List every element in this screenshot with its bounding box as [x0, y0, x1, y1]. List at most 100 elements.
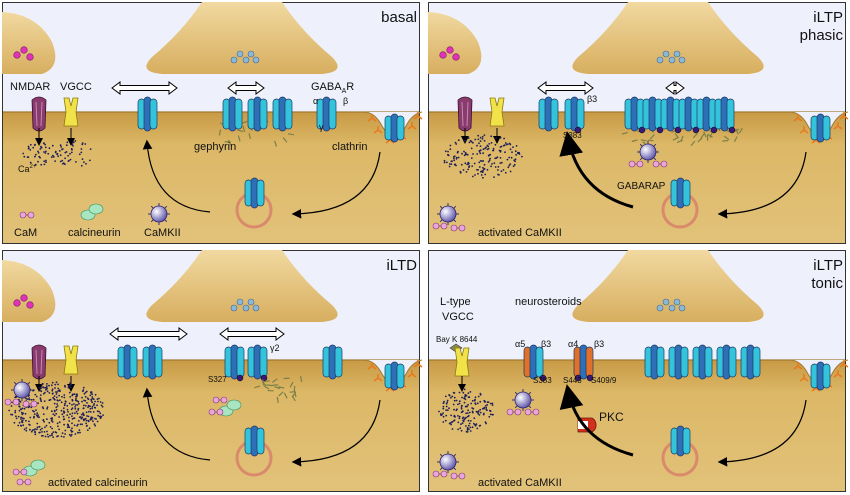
calcium-ion: [45, 388, 47, 391]
calcium-ion: [55, 381, 58, 384]
calcium-ion: [37, 160, 39, 163]
gephyrin-scaffold: [248, 133, 252, 140]
gabaa-receptor: [316, 96, 337, 132]
calcium-ion: [74, 140, 77, 142]
calcium-ion: [455, 409, 458, 412]
calcium-ion: [444, 419, 447, 422]
calcium-ion: [54, 383, 57, 386]
trafficking-arrow: [142, 387, 211, 461]
camkii: [437, 451, 459, 473]
calcium-ion: [99, 417, 102, 420]
calcium-ion: [51, 427, 53, 430]
gabaa-receptor: [137, 96, 158, 132]
nmdar-highlight: [35, 101, 43, 127]
calcium-ion: [509, 163, 512, 166]
gabaar-suffix: R: [346, 81, 354, 93]
calcium-ion: [484, 405, 487, 407]
calcium-ion: [59, 399, 61, 402]
calcium-ion: [84, 143, 87, 145]
calcium-ion: [441, 413, 443, 416]
blue-vesicle: [656, 304, 664, 312]
cam-lobe: [4, 398, 12, 406]
calcium-ion: [482, 152, 484, 155]
calcium-ion: [467, 415, 469, 418]
calcium-ion: [71, 427, 73, 430]
calcium-ion: [64, 157, 66, 160]
calcium-ion: [36, 415, 39, 418]
calcium-ion: [25, 429, 28, 432]
calcium-ion: [38, 416, 40, 419]
gabaa-receptor: [272, 96, 293, 132]
calcium-ion: [63, 418, 66, 420]
vgcc-body: [63, 97, 79, 127]
gabaa-receptor: [810, 113, 831, 143]
calcium-ion: [464, 151, 467, 154]
calcium-ion: [481, 135, 484, 138]
calcium-ion: [460, 406, 463, 408]
calcium-ion: [99, 412, 102, 415]
calcium-ion: [60, 435, 63, 438]
calcium-ion: [442, 415, 445, 418]
calcium-ion: [20, 408, 23, 411]
gephyrin-scaffold: [674, 132, 679, 139]
calcium-ion: [27, 145, 30, 148]
gabaa-receptor: [810, 361, 831, 391]
calcium-ion: [57, 387, 60, 390]
calcium-ion: [466, 427, 469, 429]
receptor-subunit: [680, 346, 689, 378]
camkii: [637, 141, 659, 163]
gephyrin-scaffold: [738, 127, 743, 134]
iltp-tonic-title-2: tonic: [811, 275, 843, 292]
calcium-ion: [29, 161, 32, 164]
calcium-ion: [36, 422, 39, 425]
receptor-subunit: [576, 98, 585, 130]
clathrin-label: clathrin: [332, 141, 367, 153]
gephyrin-scaffold: [690, 140, 696, 146]
panel-iltd: [2, 250, 423, 492]
calcium-ion: [33, 413, 36, 415]
calcium-ion: [73, 403, 75, 405]
receptor-subunit: [550, 98, 559, 130]
calmodulin: [432, 222, 448, 230]
calcium-ion: [35, 395, 38, 398]
calcium-ion: [469, 426, 472, 429]
vgcc-label: VGCC: [60, 81, 92, 93]
calcium-ion: [56, 405, 59, 407]
calcium-ion: [51, 421, 54, 423]
activated-camkii-label-1: activated CaMKII: [478, 227, 562, 239]
calcium-ion: [467, 409, 469, 412]
calcium-ion: [89, 394, 92, 397]
calcium-ion: [465, 405, 468, 408]
calcium-ion: [450, 396, 452, 399]
calcium-ion: [71, 393, 74, 396]
ltype-label-2: VGCC: [442, 311, 474, 323]
calcium-ion: [71, 407, 74, 409]
calcium-ion: [30, 430, 33, 433]
clathrin-triskelion: [367, 114, 377, 122]
gephyrin-scaffold: [289, 381, 294, 388]
gephyrin-scaffold: [218, 129, 222, 136]
receptor-subunit: [396, 363, 405, 389]
magenta-vesicle: [26, 301, 34, 309]
calcium-ion: [481, 171, 484, 174]
gabaa-receptor: [222, 96, 243, 132]
calcium-ion: [62, 407, 65, 410]
calcium-ion: [28, 405, 31, 408]
camkii-holoenzyme: [639, 143, 657, 161]
calcium-ion: [513, 163, 516, 166]
calcium-ion: [63, 423, 65, 426]
calcium-ion: [461, 417, 464, 420]
calcium-ion: [83, 418, 86, 421]
lateral-diffusion-arrow: [227, 81, 265, 95]
calcium-ion: [92, 420, 94, 423]
calcium-ion: [490, 135, 493, 138]
blue-vesicle: [668, 56, 676, 64]
calcium-ion: [512, 165, 515, 168]
calcium-ion: [51, 417, 53, 419]
gephyrin-scaffold: [735, 128, 739, 135]
calcium-ion: [30, 398, 33, 401]
camkii-spike: [453, 205, 457, 209]
calcium-ion: [491, 404, 494, 406]
calcium-ion: [465, 416, 468, 419]
gabaa-receptor: [322, 344, 343, 380]
